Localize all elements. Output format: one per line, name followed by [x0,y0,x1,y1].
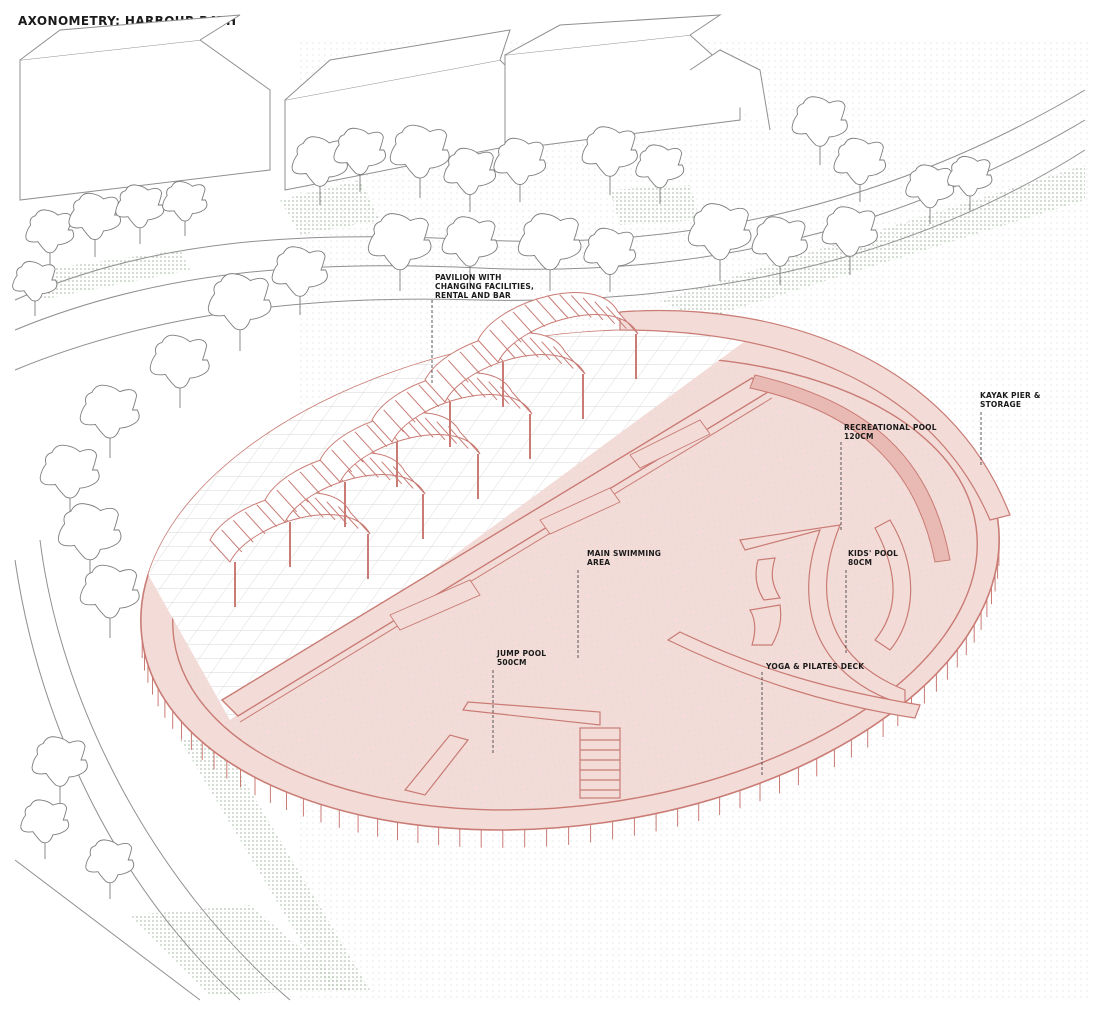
tree [389,124,450,198]
leader-lines [431,300,982,775]
label-line: 500CM [497,658,527,667]
label-line: RENTAL AND BAR [435,291,511,300]
tree [149,334,210,408]
tree [367,213,432,291]
tree [581,126,638,195]
label-line: CHANGING FACILITIES, [435,282,535,291]
yoga-deck [666,631,921,719]
tree [905,164,955,224]
tree [12,260,58,316]
tree [751,216,808,285]
label-kids-pool: KIDS' POOL 80CM [848,549,898,567]
tree [583,227,636,292]
tree [20,799,70,859]
label-line: YOGA & PILATES DECK [766,662,865,671]
tree [79,384,140,458]
label-line: JUMP POOL [497,649,547,658]
label-line: KAYAK PIER & [980,391,1041,400]
tree [443,147,496,212]
paved-plaza [140,330,760,720]
tree [162,180,208,236]
label-line: RECREATIONAL POOL [844,423,937,432]
context-buildings [19,14,771,201]
label-line: MAIN SWIMMING [587,549,662,558]
pavilion [209,292,639,607]
tree [271,246,328,315]
tree [493,137,546,202]
tree [517,213,582,291]
tree [833,137,886,202]
pavilion-roof [264,452,426,567]
tree [333,127,386,192]
tree [31,736,88,805]
label-line: KIDS' POOL [848,549,899,558]
recreational-pool-wall [749,374,951,563]
tree [821,206,878,275]
tree [291,136,348,205]
tree [25,209,75,269]
kayak-pier [619,309,1011,521]
tree [635,144,685,204]
label-line: PAVILION WITH [435,273,502,282]
label-main-swimming: MAIN SWIMMING AREA [587,549,661,567]
tree [207,273,272,351]
tree [79,564,140,638]
jump-pool [403,701,621,799]
harbour-bath [140,292,1011,848]
label-pavilion: PAVILION WITH CHANGING FACILITIES, RENTA… [435,273,534,300]
label-kayak: KAYAK PIER & STORAGE [980,391,1041,409]
label-recreational: RECREATIONAL POOL 120CM [844,423,937,441]
tree [68,192,121,257]
tree [687,203,752,281]
tree [85,839,135,899]
pavilion-roof [477,292,639,407]
label-line: AREA [587,558,611,567]
label-line: 120CM [844,432,874,441]
label-line: STORAGE [980,400,1022,409]
label-jump-pool: JUMP POOL 500CM [497,649,546,667]
label-line: 80CM [848,558,873,567]
tree [115,184,165,244]
tree [791,96,848,165]
tree [441,216,498,285]
tree [947,155,993,211]
trees [12,96,993,899]
label-yoga-deck: YOGA & PILATES DECK [766,662,864,671]
pavilion-roof [371,372,533,487]
